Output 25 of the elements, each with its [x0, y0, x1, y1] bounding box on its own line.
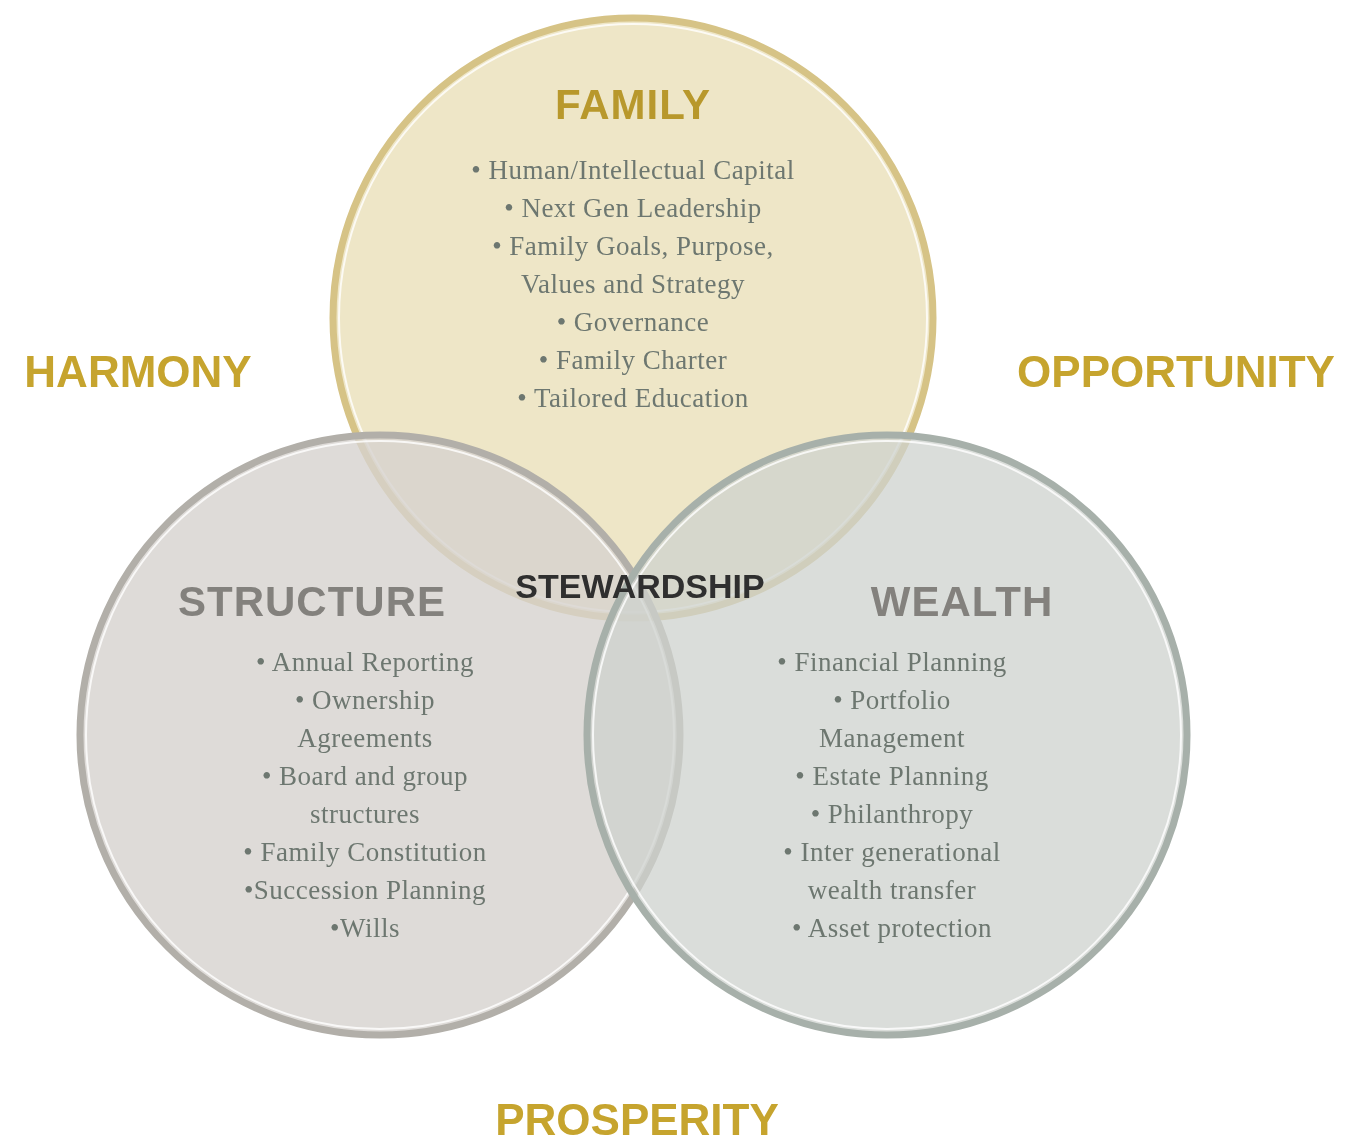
theme-label: STEWARDSHIP: [515, 566, 765, 606]
theme-label: OPPORTUNITY: [1017, 347, 1335, 397]
bullet-item: • Governance: [556, 306, 710, 339]
bullet-item: • Family Constitution: [243, 836, 487, 869]
theme-label: HARMONY: [24, 347, 252, 397]
theme-label: PROSPERITY: [495, 1095, 779, 1142]
bullet-item: • Ownership Agreements: [293, 684, 437, 755]
bullet-item: • Next Gen Leadership: [504, 192, 762, 225]
circle-heading: FAMILY: [554, 81, 712, 129]
bullet-item: • Family Goals, Purpose, Values and Strategy: [491, 230, 775, 301]
bullet-item: • Financial Planning: [777, 646, 1007, 679]
bullet-item: • Tailored Education: [517, 382, 749, 415]
bullet-item: • Board and group structures: [260, 760, 470, 831]
bullet-item: • Annual Reporting: [256, 646, 474, 679]
bullet-item: • Family Charter: [538, 344, 728, 377]
circle-heading: STRUCTURE: [178, 578, 446, 626]
bullet-item: • Inter generational wealth transfer: [782, 836, 1002, 907]
bullet-item: • Portfolio Management: [818, 684, 966, 755]
bullet-item: •Wills: [330, 912, 400, 945]
bullet-item: • Asset protection: [792, 912, 992, 945]
bullet-item: •Succession Planning: [243, 874, 487, 907]
bullet-item: • Philanthropy: [810, 798, 974, 831]
bullet-item: • Human/Intellectual Capital: [471, 154, 795, 187]
bullet-item: • Estate Planning: [795, 760, 989, 793]
circle-heading: WEALTH: [870, 578, 1054, 626]
